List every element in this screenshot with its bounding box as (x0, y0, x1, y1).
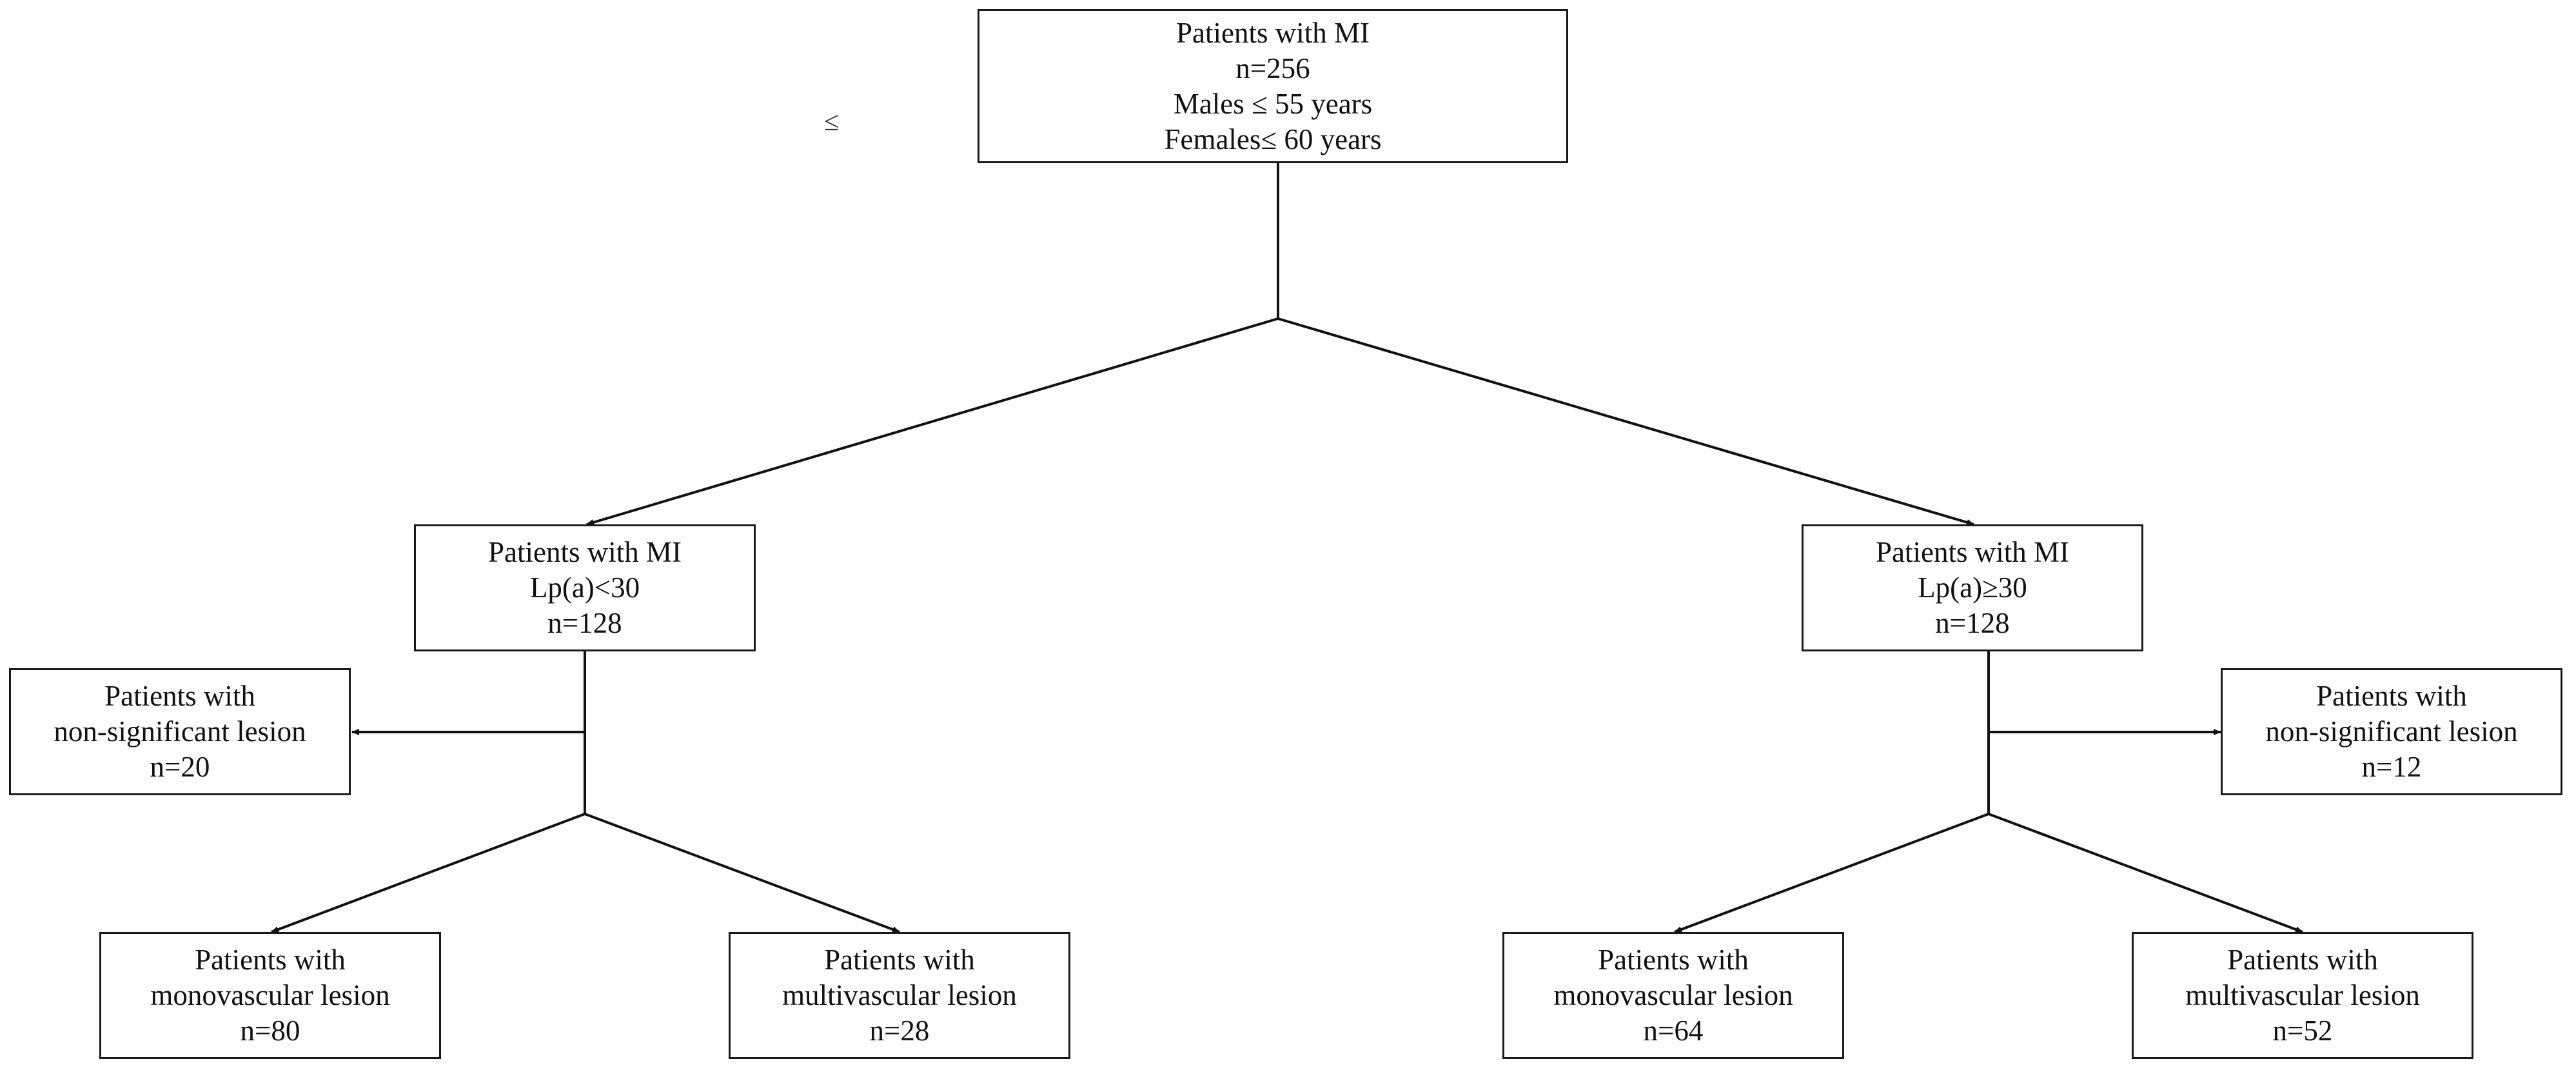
connector-right-to-multi (1988, 813, 2303, 933)
left-mono-line-2: monovascular lesion (150, 979, 390, 1011)
left-nonsig-line-1: Patients with (104, 680, 255, 712)
connector-root-to-left (586, 317, 1279, 526)
left-group-line-1: Patients with MI (488, 536, 682, 568)
right-group-line-1: Patients with MI (1876, 536, 2069, 568)
connector-left-to-mono (271, 813, 585, 933)
right-group-line-2: Lp(a)≥30 (1918, 571, 2027, 604)
right-multi-line-2: multivascular lesion (2185, 979, 2420, 1011)
left-multivascular-box: Patients with multivascular lesion n=28 (729, 932, 1070, 1059)
left-nonsig-line-3: n=20 (150, 751, 210, 783)
right-nonsignificant-box: Patients with non-significant lesion n=1… (2221, 668, 2562, 795)
connector-left-to-multi (584, 813, 900, 933)
left-monovascular-box: Patients with monovascular lesion n=80 (99, 932, 441, 1059)
left-mono-line-1: Patients with (195, 944, 346, 976)
left-multi-line-3: n=28 (869, 1015, 930, 1047)
right-mono-line-3: n=64 (1643, 1015, 1704, 1047)
right-group-box: Patients with MI Lp(a)≥30 n=128 (1802, 524, 2143, 651)
root-line-1: Patients with MI (1176, 16, 1370, 49)
root-line-2: n=256 (1235, 52, 1310, 84)
right-multi-line-3: n=52 (2272, 1015, 2333, 1047)
connector-root-to-right (1277, 317, 1974, 526)
left-multi-line-1: Patients with (824, 944, 975, 976)
right-group-line-3: n=128 (1935, 607, 2010, 639)
left-multi-line-2: multivascular lesion (782, 979, 1017, 1011)
left-nonsig-line-2: non-significant lesion (54, 715, 306, 748)
root-line-4: Females≤ 60 years (1164, 123, 1382, 155)
right-multivascular-box: Patients with multivascular lesion n=52 (2132, 932, 2473, 1059)
right-multi-line-1: Patients with (2227, 944, 2378, 976)
root-box: Patients with MI n=256 Males ≤ 55 years … (978, 9, 1568, 163)
right-mono-line-2: monovascular lesion (1553, 979, 1793, 1011)
left-nonsignificant-box: Patients with non-significant lesion n=2… (9, 668, 351, 795)
left-group-box: Patients with MI Lp(a)<30 n=128 (414, 524, 756, 651)
left-group-line-3: n=128 (547, 607, 622, 639)
right-mono-line-1: Patients with (1598, 944, 1749, 976)
root-line-3: Males ≤ 55 years (1173, 87, 1373, 120)
stray-leq-symbol: ≤ (824, 107, 840, 137)
right-monovascular-box: Patients with monovascular lesion n=64 (1502, 932, 1844, 1059)
left-group-line-2: Lp(a)<30 (529, 571, 640, 604)
right-nonsig-line-2: non-significant lesion (2265, 715, 2518, 748)
connector-right-to-mono (1674, 813, 1989, 933)
right-nonsig-line-1: Patients with (2316, 680, 2467, 712)
left-mono-line-3: n=80 (240, 1015, 300, 1047)
right-nonsig-line-3: n=12 (2361, 751, 2422, 783)
